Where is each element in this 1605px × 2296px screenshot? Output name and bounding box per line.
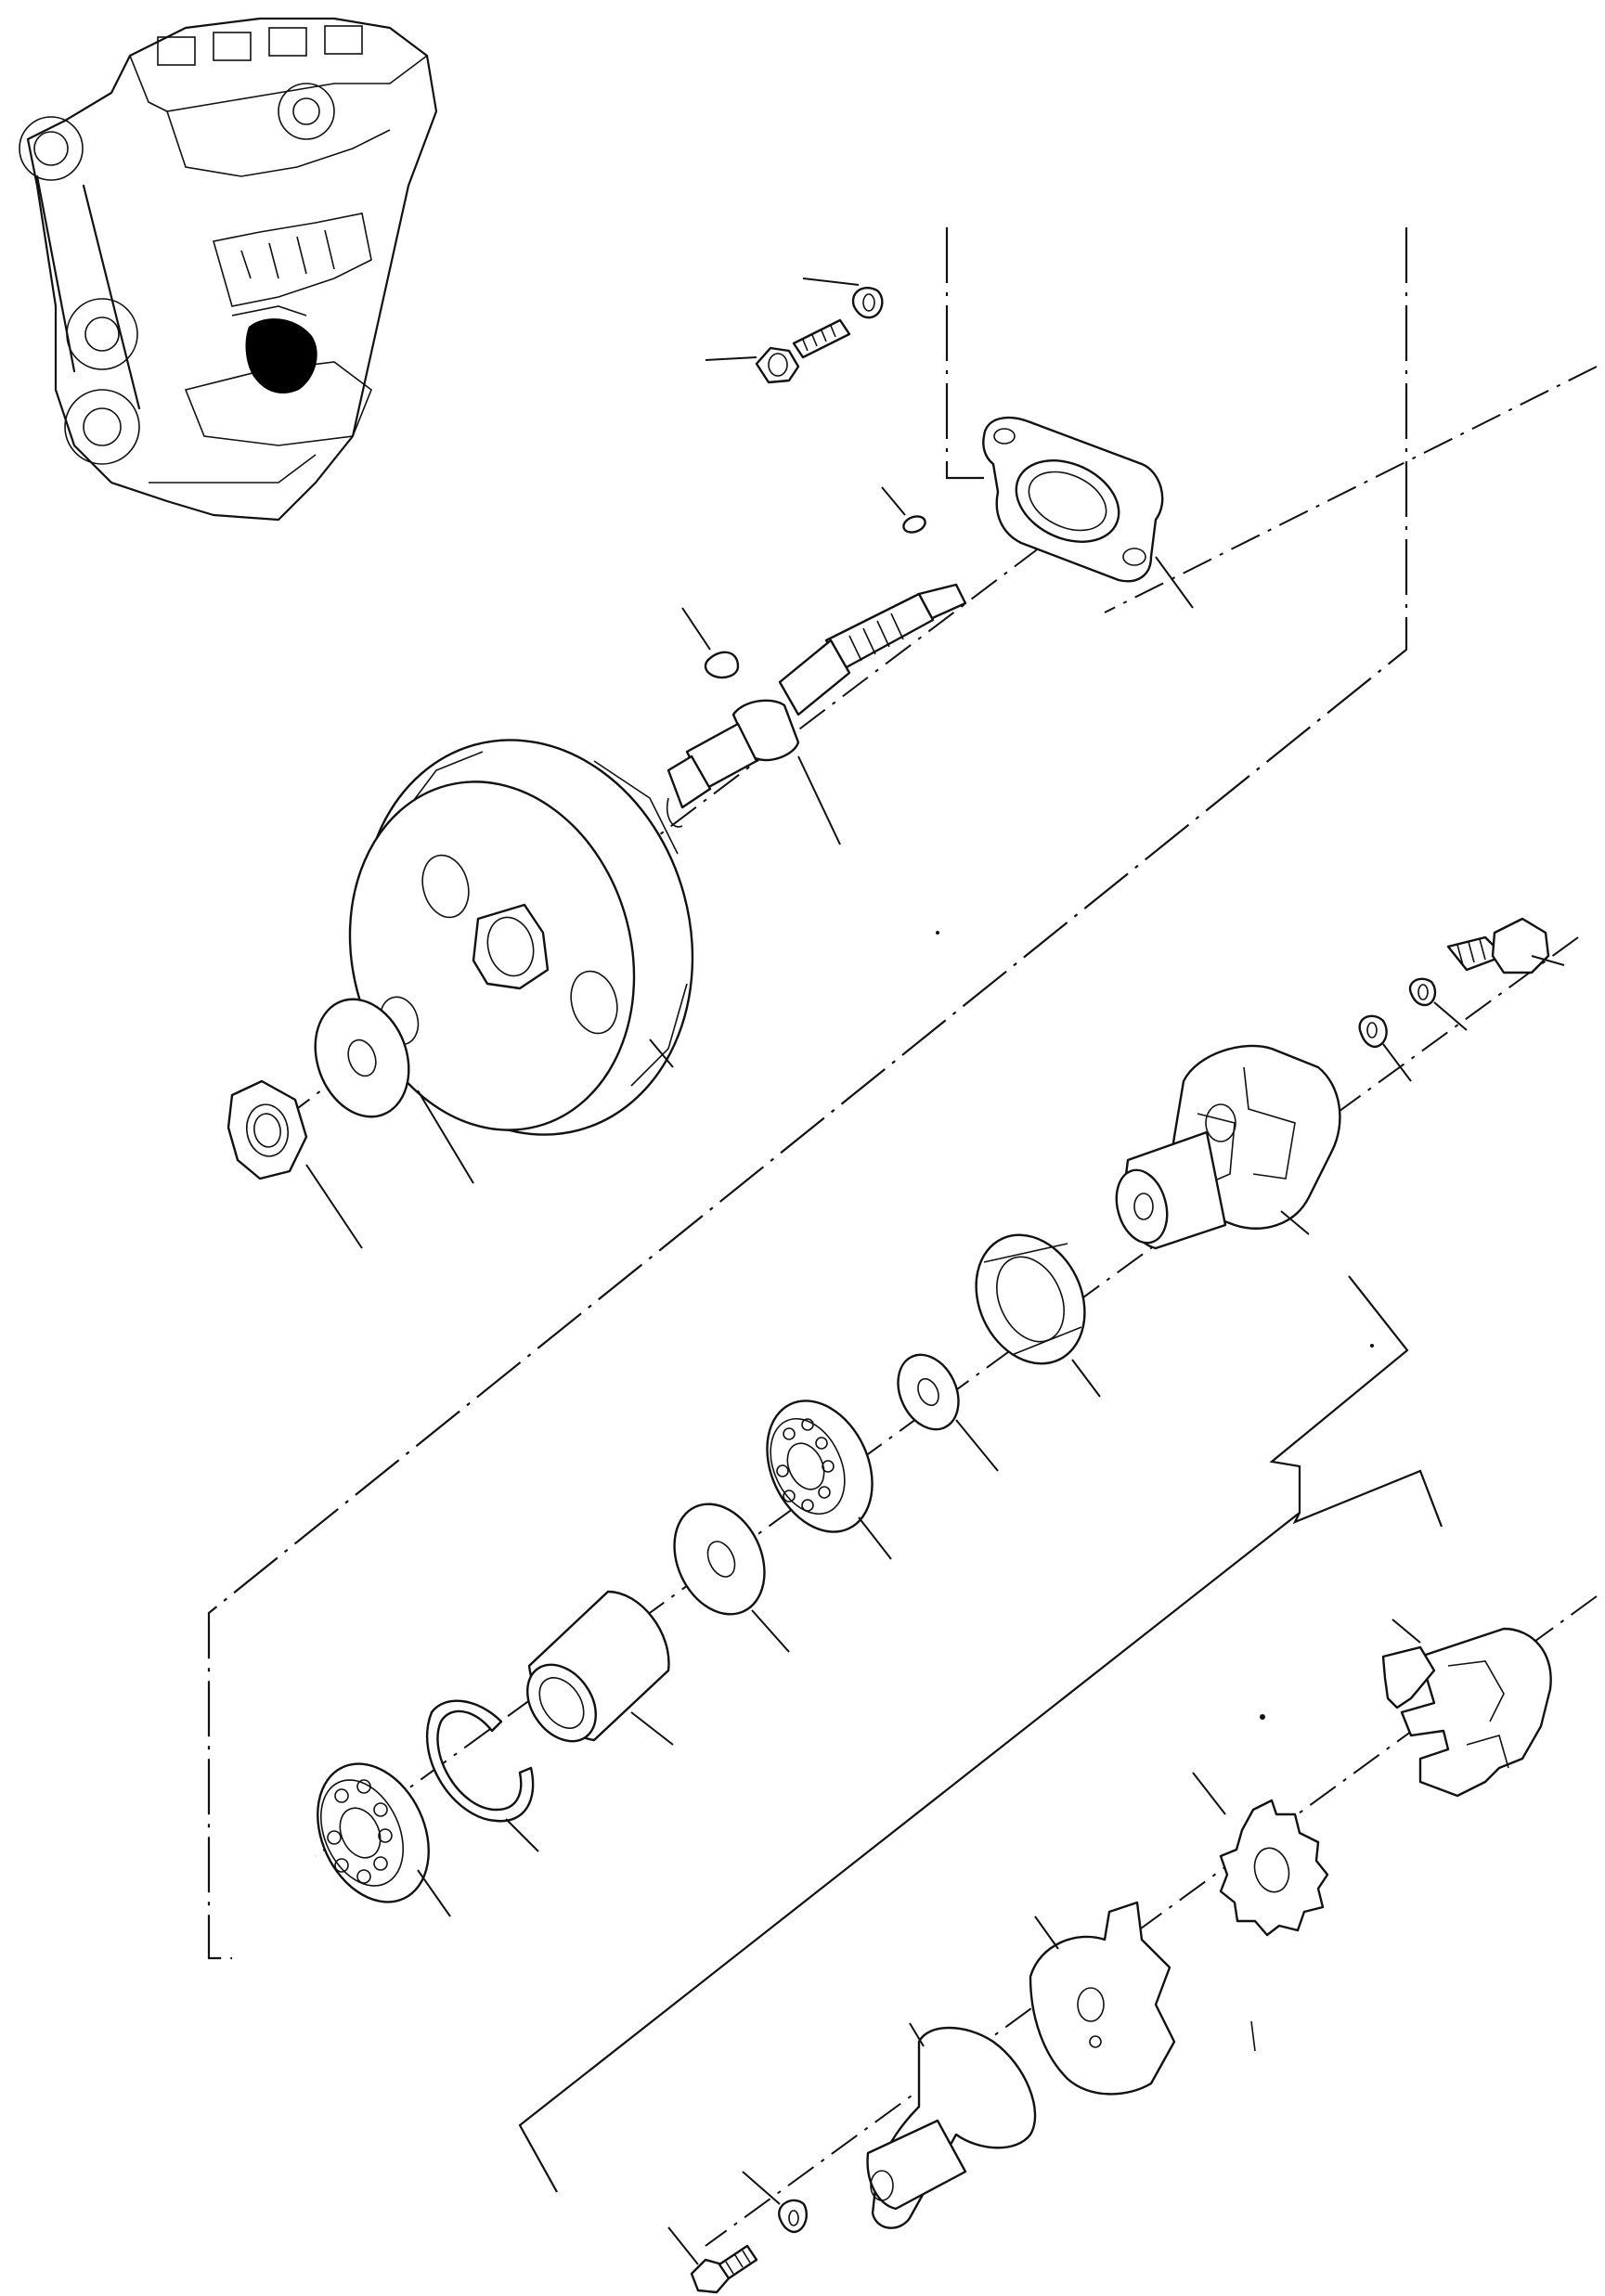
bracket-top-left bbox=[945, 227, 984, 480]
coupling-half-lower bbox=[1029, 1901, 1176, 2096]
snap-ring bbox=[426, 1699, 539, 1852]
washer bbox=[314, 998, 474, 1184]
engine-locator-view bbox=[19, 17, 438, 522]
print-dot-3 bbox=[1370, 1344, 1374, 1348]
bracket-lower bbox=[518, 1512, 1301, 2193]
print-dot bbox=[1260, 1714, 1265, 1720]
hex-nut bbox=[227, 1079, 363, 1249]
axis-upper-flange bbox=[1104, 366, 1598, 613]
bracket-main bbox=[207, 227, 1408, 1960]
lock-washer-right bbox=[1408, 977, 1468, 1031]
woodruff-key bbox=[681, 607, 740, 679]
snap-ring-top bbox=[802, 277, 884, 319]
oil-seal bbox=[975, 1233, 1101, 1398]
key-small bbox=[881, 486, 926, 534]
print-dot-2 bbox=[936, 931, 939, 935]
coupling-hub bbox=[1115, 1044, 1341, 1250]
coupling-half-upper bbox=[1381, 1619, 1552, 1798]
drive-gear bbox=[348, 739, 694, 1136]
bracket-right bbox=[1269, 1275, 1443, 1528]
spacer-sleeve bbox=[526, 1590, 674, 1746]
coupling-spider bbox=[1192, 1772, 1329, 1937]
bolt-bottom bbox=[667, 2226, 758, 2294]
lock-washer-bottom bbox=[742, 2171, 808, 2234]
print-mark bbox=[1250, 2020, 1256, 2052]
flange-housing bbox=[982, 416, 1194, 609]
ball-bearing-upper bbox=[766, 1400, 892, 1560]
spring-washer-right bbox=[1358, 1014, 1412, 1082]
bolt-right bbox=[1446, 917, 1565, 974]
drive-flange-hub bbox=[866, 2022, 1037, 2229]
thrust-washer bbox=[897, 1353, 999, 1472]
drive-shaft bbox=[666, 583, 967, 845]
bolt-top bbox=[705, 318, 851, 384]
shim-washer bbox=[673, 1503, 790, 1653]
ball-bearing-lower bbox=[317, 1762, 451, 1917]
